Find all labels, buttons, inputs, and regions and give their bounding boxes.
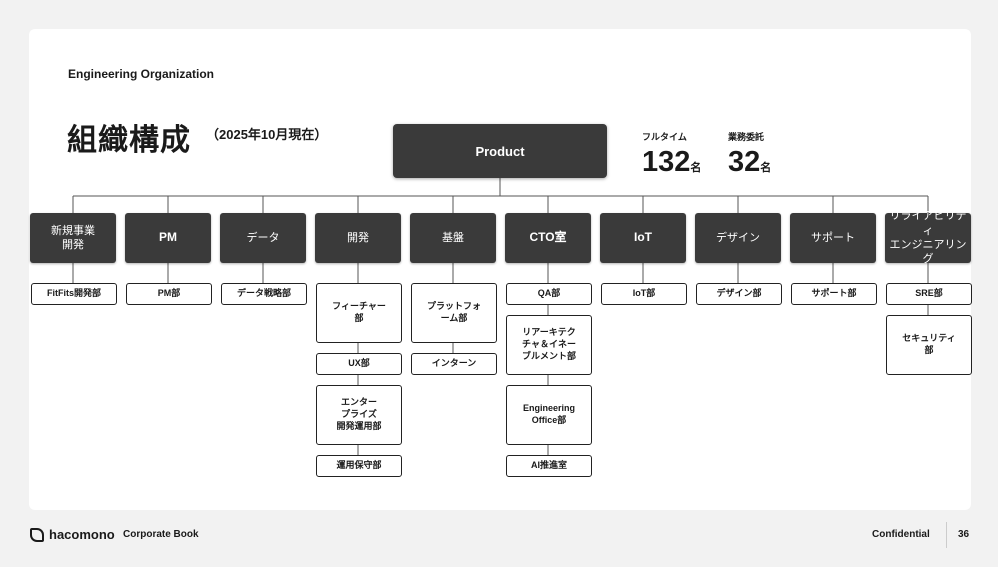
sub-dept-box: リアーキテク チャ＆イネー ブルメント部 [506, 315, 592, 375]
sub-dept-box: SRE部 [886, 283, 972, 305]
sub-dept-box: フィーチャー 部 [316, 283, 402, 343]
stat-contract-unit: 名 [760, 162, 772, 174]
dept-box: 基盤 [410, 213, 496, 263]
footer-page-number: 36 [958, 529, 970, 540]
sub-dept-box: データ戦略部 [221, 283, 307, 305]
stat-fulltime-unit: 名 [690, 162, 702, 174]
sub-dept-box: セキュリティ 部 [886, 315, 972, 375]
sub-dept-box: エンター プライズ 開発運用部 [316, 385, 402, 445]
dept-box: PM [125, 213, 211, 263]
sub-dept-box: 運用保守部 [316, 455, 402, 477]
sub-dept-box: サポート部 [791, 283, 877, 305]
footer-book-title: Corporate Book [123, 529, 199, 540]
sub-dept-box: プラットフォ ーム部 [411, 283, 497, 343]
footer-brand: hacomono [30, 527, 115, 542]
org-root-product: Product [393, 124, 607, 178]
page-subtitle: （2025年10月現在） [206, 127, 328, 142]
hacomono-logo-icon [30, 527, 44, 542]
dept-box: リライアビリティ エンジニアリング [885, 210, 971, 265]
stat-contract: 業務委託 32名 [728, 130, 771, 177]
dept-box: サポート [790, 213, 876, 263]
footer-brand-text: hacomono [49, 527, 115, 542]
stat-fulltime-value: 132 [642, 146, 691, 178]
dept-box: デザイン [695, 213, 781, 263]
section-label: Engineering Organization [68, 67, 215, 81]
dept-box: 開発 [315, 213, 401, 263]
stat-fulltime: フルタイム 132名 [642, 130, 701, 177]
footer-divider [946, 522, 947, 548]
stat-contract-value: 32 [728, 146, 761, 178]
sub-dept-box: Engineering Office部 [506, 385, 592, 445]
dept-box: 新規事業 開発 [30, 213, 116, 263]
sub-dept-box: FitFits開発部 [31, 283, 117, 305]
dept-box: IoT [600, 213, 686, 263]
sub-dept-box: インターン [411, 353, 497, 375]
sub-dept-box: IoT部 [601, 283, 687, 305]
stat-contract-label: 業務委託 [728, 132, 765, 142]
sub-dept-box: AI推進室 [506, 455, 592, 477]
sub-dept-box: QA部 [506, 283, 592, 305]
dept-box: データ [220, 213, 306, 263]
page-title: 組織構成 [67, 124, 191, 157]
footer-confidential: Confidential [872, 529, 930, 540]
slide-card [29, 29, 971, 510]
dept-box: CTO室 [505, 213, 591, 263]
sub-dept-box: UX部 [316, 353, 402, 375]
sub-dept-box: PM部 [126, 283, 212, 305]
sub-dept-box: デザイン部 [696, 283, 782, 305]
stat-fulltime-label: フルタイム [642, 132, 687, 142]
